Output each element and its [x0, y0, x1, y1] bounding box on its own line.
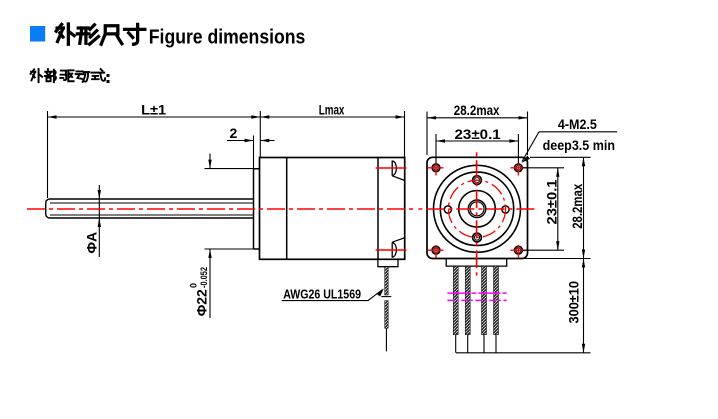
svg-text:Figure dimensions: Figure dimensions: [149, 27, 305, 49]
svg-text:-0.052: -0.052: [199, 267, 209, 288]
svg-text:Lmax: Lmax: [319, 102, 345, 118]
svg-text:300±10: 300±10: [566, 281, 582, 324]
svg-text:0: 0: [189, 283, 199, 288]
svg-text:23±0.1: 23±0.1: [455, 126, 501, 142]
svg-text:deep3.5 min: deep3.5 min: [543, 137, 615, 153]
svg-text:23±0.1: 23±0.1: [544, 179, 560, 224]
svg-text:28.2max: 28.2max: [569, 184, 585, 229]
svg-text:4-M2.5: 4-M2.5: [558, 116, 597, 132]
svg-text:L±1: L±1: [141, 102, 166, 118]
svg-text:Φ22: Φ22: [193, 289, 209, 316]
svg-text:AWG26 UL1569: AWG26 UL1569: [283, 286, 361, 301]
svg-text:ΦA: ΦA: [84, 232, 100, 254]
svg-text:28.2max: 28.2max: [454, 102, 500, 118]
svg-text:2: 2: [230, 125, 238, 141]
